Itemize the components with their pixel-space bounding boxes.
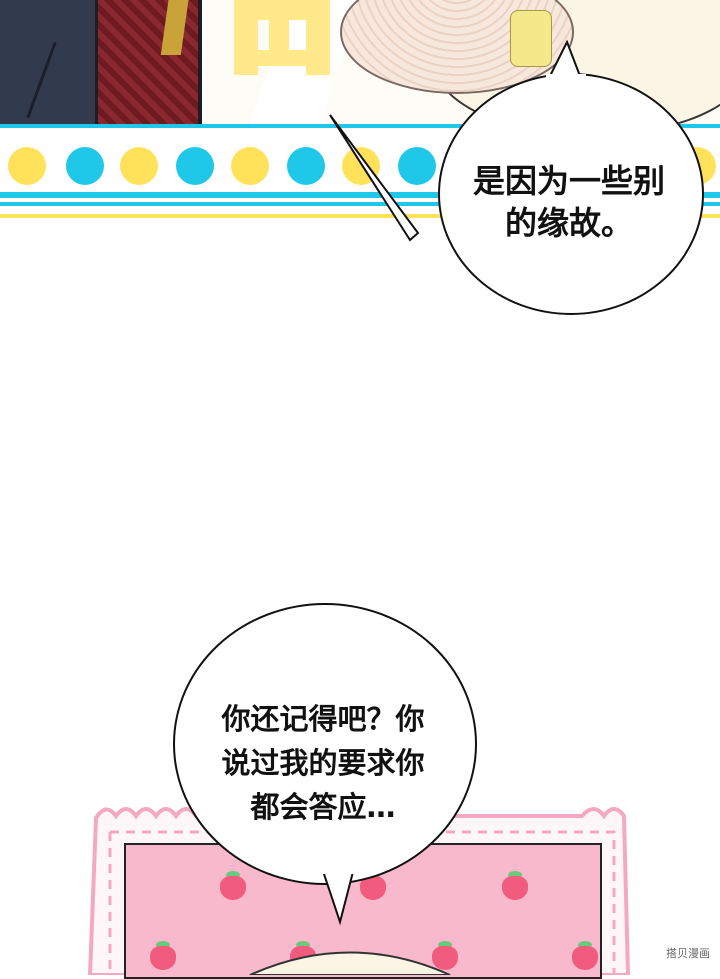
frilly-haired-girl <box>340 0 720 125</box>
speech-line: 你还记得吧？你 <box>221 702 425 736</box>
speech-line: 说过我的要求你 <box>221 746 425 780</box>
dark-coated-figure <box>0 0 202 125</box>
banner-dot <box>398 147 436 185</box>
banner-dot <box>8 147 46 185</box>
strawberry-icon <box>572 941 598 970</box>
speech-bubble-top <box>438 73 704 315</box>
banner-dot <box>120 147 158 185</box>
strawberry-icon <box>220 871 246 900</box>
banner-dot <box>66 147 104 185</box>
banner-dot <box>176 147 214 185</box>
speech-line: 是因为一些别 <box>472 162 665 200</box>
speech-text-middle: 你还记得吧？你 说过我的要求你 都会答应… <box>185 697 461 829</box>
speech-line: 的缘故。 <box>504 204 633 242</box>
watermark: 搭贝漫画 <box>666 947 710 960</box>
yellow-sound-effect <box>214 0 344 85</box>
banner-dot <box>231 147 269 185</box>
speech-tail-top-up <box>546 40 586 80</box>
speech-tail-middle <box>320 868 356 926</box>
top-comic-panel <box>0 0 720 125</box>
strawberry-icon <box>432 941 458 970</box>
strawberry-icon <box>150 941 176 970</box>
strawberry-icon <box>502 871 528 900</box>
character-head-top <box>249 951 451 975</box>
banner-dot <box>287 147 325 185</box>
speech-line: 都会答应… <box>250 790 396 824</box>
speech-tail-top <box>329 114 420 242</box>
speech-text-top: 是因为一些别 的缘故。 <box>448 160 690 244</box>
speech-bubble-middle <box>173 603 477 885</box>
dotted-banner <box>0 122 720 222</box>
